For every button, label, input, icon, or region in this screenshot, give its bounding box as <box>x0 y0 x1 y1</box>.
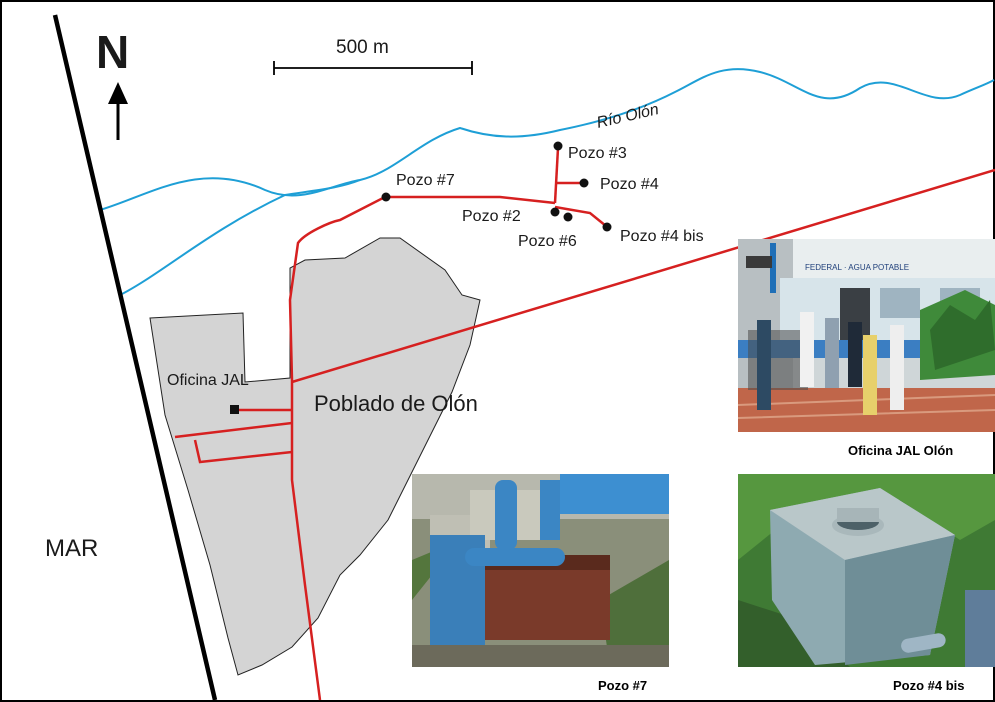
north-arrow-icon: N <box>96 26 129 140</box>
photo-oficina-jal: FEDERAL · AGUA POTABLE <box>737 239 995 432</box>
north-label: N <box>96 26 129 78</box>
pipeline-west-2 <box>193 439 293 464</box>
well-pozo-7 <box>381 192 391 202</box>
caption-pozo-7: Pozo #7 <box>598 678 647 693</box>
scale-label: 500 m <box>336 37 389 58</box>
label-pozo-7: Pozo #7 <box>396 172 455 189</box>
photo-pozo-7 <box>412 474 669 667</box>
town-label: Poblado de Olón <box>314 391 478 416</box>
pipeline-to-pozo-3 <box>553 147 560 204</box>
pipeline-to-pozo-4-bis <box>554 205 607 227</box>
caption-pozo-4-bis: Pozo #4 bis <box>893 678 965 693</box>
pipeline-network <box>174 147 995 701</box>
well-pozo-3 <box>553 141 563 151</box>
well-pozo-6 <box>563 212 573 222</box>
wells <box>381 141 612 232</box>
sea-label: MAR <box>45 535 98 562</box>
label-pozo-6: Pozo #6 <box>518 233 577 250</box>
pipeline-main <box>288 195 556 701</box>
river-main <box>99 68 995 211</box>
office-sign-text: FEDERAL · AGUA POTABLE <box>805 263 909 272</box>
label-pozo-2: Pozo #2 <box>462 208 521 225</box>
office-label: Oficina JAL <box>167 372 249 389</box>
caption-oficina-jal: Oficina JAL Olón <box>848 443 953 458</box>
river-branch <box>119 179 361 296</box>
label-pozo-3: Pozo #3 <box>568 145 627 162</box>
label-pozo-4: Pozo #4 <box>600 176 659 193</box>
scale-bar <box>273 61 473 75</box>
well-pozo-2 <box>550 207 560 217</box>
pipeline-east <box>291 168 995 384</box>
coastline <box>52 14 218 701</box>
photo-pozo-4-bis <box>738 474 995 667</box>
well-pozo-4 <box>579 178 589 188</box>
pipeline-west-1 <box>174 421 293 439</box>
well-pozo-4-bis <box>602 222 612 232</box>
label-pozo-4-bis: Pozo #4 bis <box>620 228 704 245</box>
office-marker <box>230 405 239 414</box>
